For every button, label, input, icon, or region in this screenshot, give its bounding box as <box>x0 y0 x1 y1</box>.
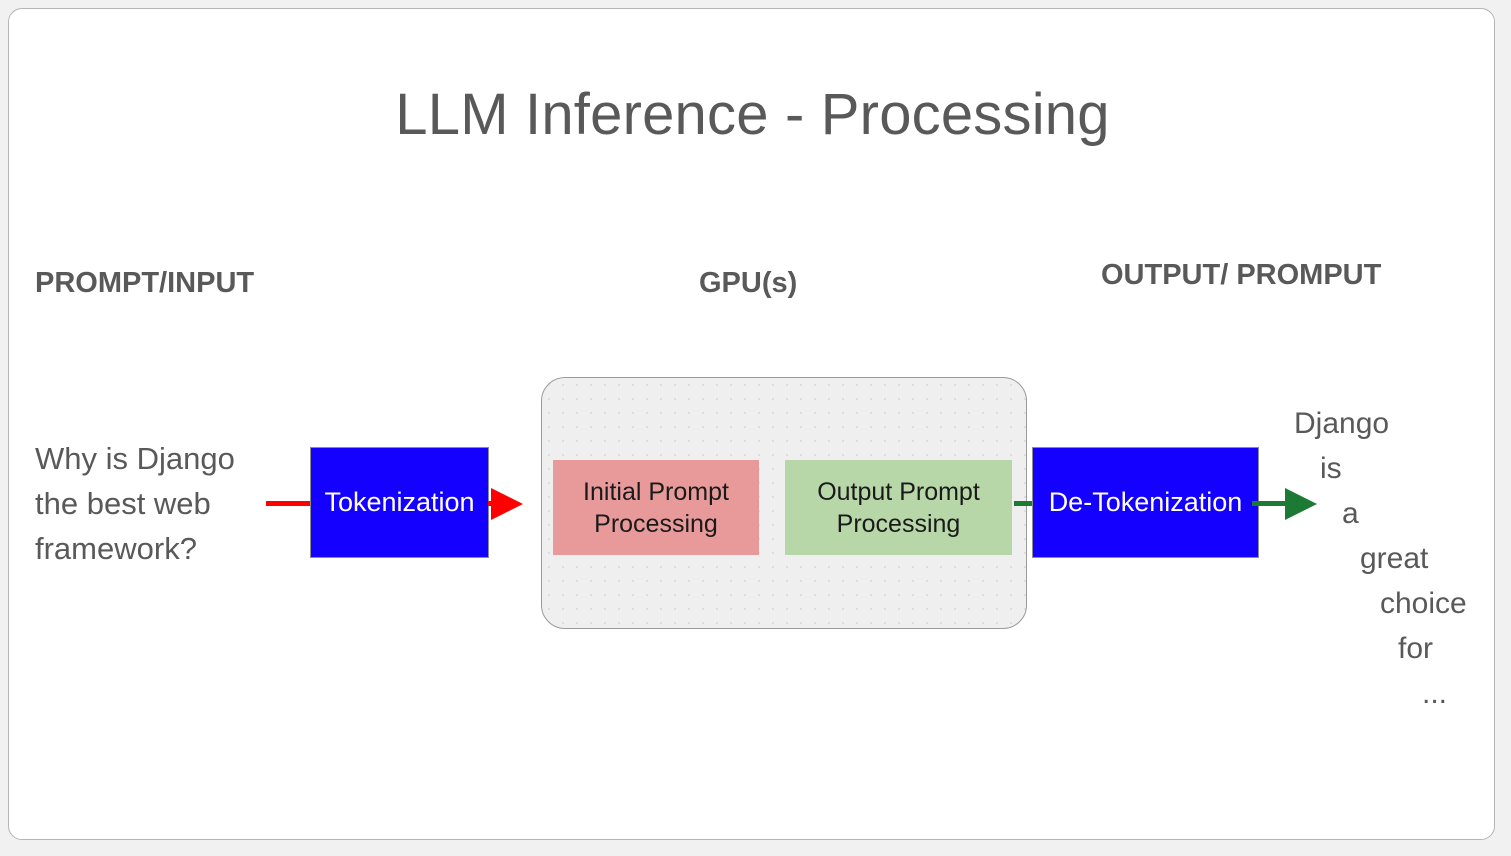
input-prompt-text: Why is Django the best web framework? <box>35 441 235 566</box>
section-heading-gpus: GPU(s) <box>699 267 798 299</box>
gpu-stage-output-prompt-line2: Processing <box>836 509 961 538</box>
gpu-stage-output-prompt-line1: Output Prompt <box>817 477 980 506</box>
connector-prompt-to-tokenization <box>266 501 311 506</box>
connector-detokenization-to-output <box>1252 501 1288 506</box>
connector-gpu-to-detokenization <box>1014 501 1034 506</box>
gpu-stage-initial-prompt-line1: Initial Prompt <box>583 477 729 506</box>
output-word: great <box>1360 542 1429 575</box>
section-heading-output: OUTPUT/ PROMPUT <box>1101 259 1382 291</box>
gpu-stage-initial-prompt-label: Initial Prompt Processing <box>583 476 729 540</box>
page-title: LLM Inference - Processing <box>395 82 1110 147</box>
gpu-stage-initial-prompt-processing[interactable]: Initial Prompt Processing <box>553 460 759 555</box>
output-word: a <box>1342 497 1359 530</box>
section-heading-prompt-input: PROMPT/INPUT <box>35 267 255 299</box>
output-word: is <box>1320 452 1342 485</box>
slide-canvas: LLM Inference - Processing PROMPT/INPUT … <box>8 8 1495 840</box>
detokenization-box[interactable]: De-Tokenization <box>1032 447 1259 558</box>
output-word: Django <box>1294 407 1390 440</box>
arrow-right-green-icon <box>1285 488 1317 520</box>
gpu-stage-initial-prompt-line2: Processing <box>594 509 718 538</box>
output-token-stream: Django is a great choice for ... <box>1294 401 1494 716</box>
gpu-stage-output-prompt-processing[interactable]: Output Prompt Processing <box>785 460 1012 555</box>
tokenization-box[interactable]: Tokenization <box>310 447 489 558</box>
output-word: ... <box>1422 677 1448 710</box>
output-word: choice <box>1380 587 1467 620</box>
gpu-stage-output-prompt-label: Output Prompt Processing <box>817 476 980 540</box>
arrow-right-red-icon <box>491 488 523 520</box>
gpu-container: Initial Prompt Processing Output Prompt … <box>541 377 1027 629</box>
output-word: for <box>1398 632 1434 665</box>
